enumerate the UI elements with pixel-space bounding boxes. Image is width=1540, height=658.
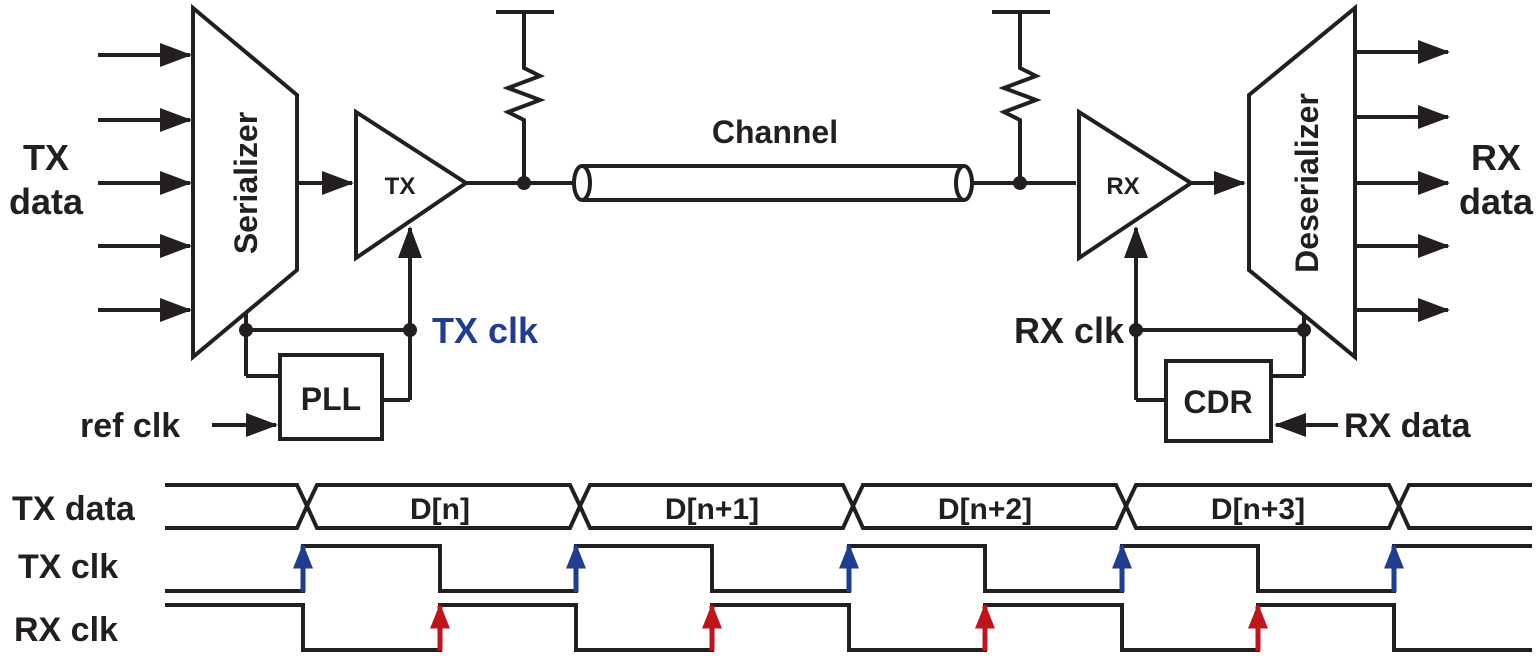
tx-data-label-line2: data [9, 181, 84, 222]
cdr-label: CDR [1183, 384, 1252, 420]
data-word-1: D[n+1] [665, 493, 759, 526]
timing-row-label-tx-clk: TX clk [18, 548, 118, 586]
rx-clk-edge-markers [430, 603, 1268, 651]
tx-junction-dot [517, 176, 531, 190]
timing-row-label-rx-clk: RX clk [14, 611, 118, 649]
rx-receiver [1077, 108, 1195, 262]
rx-clk-dot-left [1129, 323, 1143, 337]
cdr-input-label: RX data [1344, 407, 1472, 445]
data-word-2: D[n+2] [938, 493, 1032, 526]
rx-receiver-label: RX [1106, 173, 1139, 200]
rx-data-label-line2: data [1459, 181, 1534, 222]
tx-clk-dot-right [403, 323, 417, 337]
rx-data-label-line1: RX [1471, 137, 1521, 178]
tx-driver-label: TX [385, 173, 416, 200]
serializer-block [191, 3, 299, 362]
rx-clk-waveform [165, 603, 1532, 652]
deserializer-block [1247, 3, 1357, 362]
tx-data-input-arrows [98, 43, 192, 322]
rx-termination-resistor [992, 10, 1050, 183]
tx-clk-label: TX clk [432, 310, 539, 351]
tx-clk-dot-left [239, 323, 253, 337]
ref-clk-label: ref clk [80, 407, 180, 445]
tx-clock-network [244, 226, 422, 402]
rx-clk-dot-right [1297, 323, 1311, 337]
channel-cable [572, 164, 974, 202]
tx-termination-resistor [496, 10, 554, 183]
rx-junction-dot [1013, 176, 1027, 190]
rx-data-output-arrows [1355, 40, 1450, 322]
deserializer-label: Deserializer [1289, 93, 1325, 273]
channel-label: Channel [712, 114, 838, 150]
rx-clk-label: RX clk [1014, 310, 1125, 351]
pll-label: PLL [301, 381, 361, 417]
tx-clk-edge-markers [293, 543, 1404, 592]
pll-block [278, 353, 384, 441]
tx-driver [354, 108, 470, 262]
data-word-3: D[n+3] [1211, 493, 1305, 526]
timing-row-label-tx-data: TX data [12, 490, 136, 528]
serializer-label: Serializer [228, 112, 264, 254]
tx-data-label-line1: TX [23, 137, 69, 178]
tx-data-waveform [165, 483, 1532, 530]
data-word-0: D[n] [410, 493, 470, 526]
cdr-block [1164, 359, 1273, 443]
rx-clock-network [1124, 226, 1306, 402]
